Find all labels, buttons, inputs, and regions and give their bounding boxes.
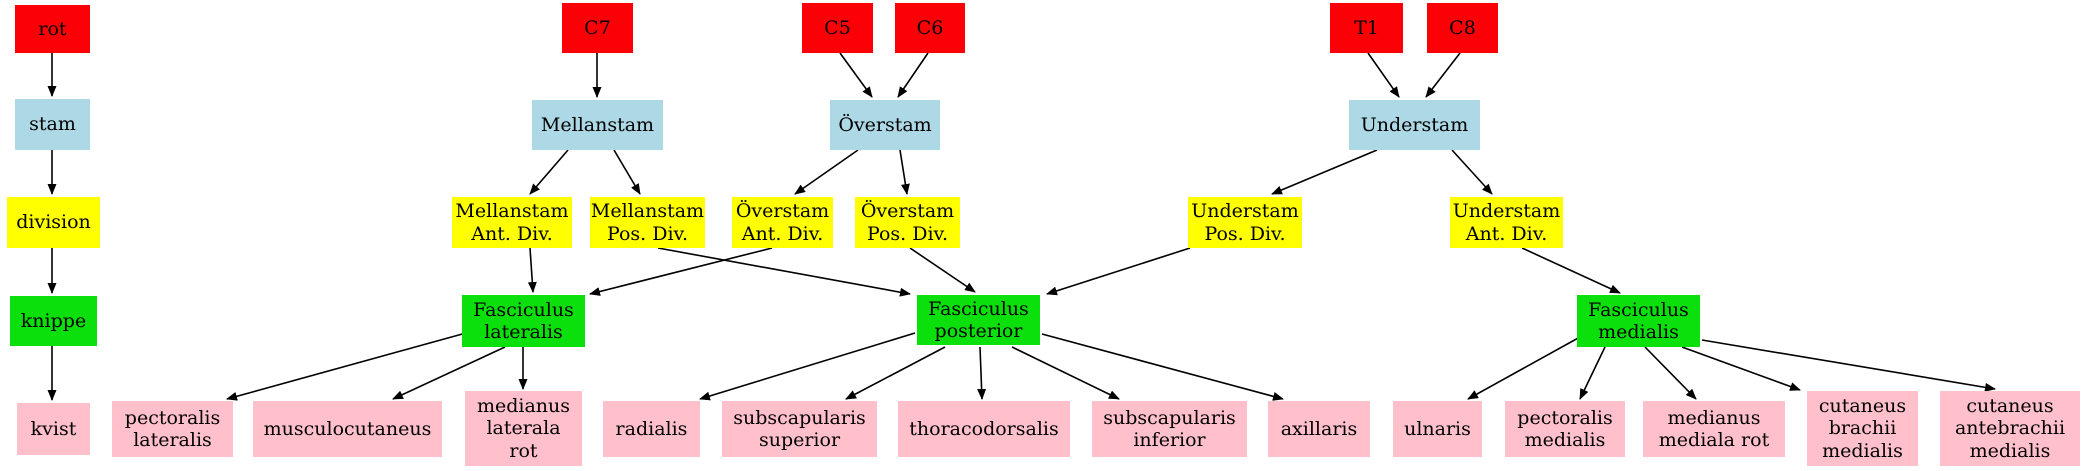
node-cutaneus-antebrachii-medialis: cutaneus antebrachii medialis <box>1940 391 2080 466</box>
node-cutaneus-brachii-medialis: cutaneus brachii medialis <box>1807 391 1918 466</box>
edge-t1-understam <box>1367 52 1400 98</box>
edge-overantdiv-lateralis <box>589 247 773 296</box>
node-radialis: radialis <box>603 401 700 457</box>
node-mellanstam-pos-div: Mellanstam Pos. Div. <box>590 197 705 248</box>
edge-medialis-medmedrot <box>1644 346 1697 400</box>
node-stam: stam <box>15 99 90 150</box>
edge-overstam-antdiv <box>794 149 859 195</box>
node-knippe: knippe <box>10 296 97 346</box>
node-rot: rot <box>15 5 90 53</box>
node-pectoralis-lateralis-label: pectoralis lateralis <box>124 406 221 451</box>
node-medianus-laterala-rot: medianus laterala rot <box>465 391 582 466</box>
node-subscapularis-superior: subscapularis superior <box>722 401 877 457</box>
node-medianus-mediala-rot: medianus mediala rot <box>1643 401 1785 457</box>
node-division: division <box>7 197 100 248</box>
node-overstam-pos-div-label: Överstam Pos. Div. <box>860 200 955 245</box>
node-overstam-pos-div: Överstam Pos. Div. <box>855 197 960 248</box>
edge-posterior-subscapsup <box>845 346 946 400</box>
node-thoracodorsalis: thoracodorsalis <box>898 401 1070 457</box>
edge-medialis-ulnaris <box>1467 336 1581 400</box>
edge-mellanstam-antdiv <box>529 149 569 195</box>
node-pectoralis-medialis-label: pectoralis medialis <box>1517 406 1613 451</box>
node-ulnaris-label: ulnaris <box>1404 417 1471 440</box>
node-c6-label: C6 <box>916 16 944 39</box>
edge-underposdiv-posterior <box>1046 247 1191 296</box>
edge-posterior-subscapinf <box>1011 346 1120 400</box>
node-t1: T1 <box>1330 3 1403 53</box>
node-rot-label: rot <box>38 17 67 40</box>
node-understam-pos-div-label: Understam Pos. Div. <box>1191 200 1299 245</box>
edge-understam-posdiv <box>1271 149 1378 195</box>
node-overstam: Överstam <box>830 100 940 150</box>
node-mellanstam-label: Mellanstam <box>540 113 655 136</box>
edge-overposdiv-posterior <box>909 247 976 293</box>
edge-posterior-radialis <box>699 332 916 401</box>
node-fasciculus-posterior: Fasciculus posterior <box>917 295 1040 345</box>
node-kvist-label: kvist <box>30 417 77 440</box>
edge-mellanstam-posdiv <box>613 149 641 195</box>
node-c8-label: C8 <box>1449 16 1476 39</box>
node-mellanstam-ant-div: Mellanstam Ant. Div. <box>452 197 572 248</box>
node-fasciculus-lateralis: Fasciculus lateralis <box>462 295 585 347</box>
node-understam-pos-div: Understam Pos. Div. <box>1188 197 1302 248</box>
node-c7: C7 <box>562 3 633 53</box>
node-kvist: kvist <box>17 403 90 455</box>
edge-c6-overstam <box>897 52 929 98</box>
node-overstam-label: Överstam <box>838 113 932 136</box>
edge-posterior-thoraco <box>977 346 987 400</box>
node-understam-ant-div-label: Understam Ant. Div. <box>1452 200 1561 245</box>
edge-underantdiv-medialis <box>1521 247 1621 294</box>
node-ulnaris: ulnaris <box>1393 401 1482 457</box>
node-medianus-mediala-rot-label: medianus mediala rot <box>1658 406 1770 451</box>
node-subscapularis-inferior-label: subscapularis inferior <box>1103 406 1236 451</box>
edge-mellantdiv-lateralis <box>527 247 537 293</box>
node-knippe-label: knippe <box>20 309 87 332</box>
edge-understam-antdiv <box>1451 149 1493 195</box>
edge-medialis-pectmed <box>1579 346 1606 400</box>
node-musculocutaneus-label: musculocutaneus <box>263 417 432 440</box>
node-fasciculus-posterior-label: Fasciculus posterior <box>928 297 1029 342</box>
node-understam-ant-div: Understam Ant. Div. <box>1450 197 1563 248</box>
node-stam-label: stam <box>29 113 76 136</box>
edge-overstam-posdiv <box>899 149 910 195</box>
node-thoracodorsalis-label: thoracodorsalis <box>909 417 1059 440</box>
node-c5-label: C5 <box>824 16 851 39</box>
edge-mellposdiv-posterior <box>657 247 911 297</box>
node-mellanstam: Mellanstam <box>532 100 663 150</box>
node-radialis-label: radialis <box>615 417 688 440</box>
node-c5: C5 <box>802 3 873 53</box>
node-fasciculus-medialis-label: Fasciculus medialis <box>1588 298 1689 343</box>
node-medianus-laterala-rot-label: medianus laterala rot <box>476 394 571 462</box>
node-cutaneus-brachii-medialis-label: cutaneus brachii medialis <box>1818 394 1907 462</box>
node-subscapularis-superior-label: subscapularis superior <box>733 406 866 451</box>
node-pectoralis-lateralis: pectoralis lateralis <box>112 401 233 457</box>
node-pectoralis-medialis: pectoralis medialis <box>1505 401 1625 457</box>
node-division-label: division <box>16 211 91 234</box>
node-axillaris: axillaris <box>1268 401 1370 457</box>
node-overstam-ant-div-label: Överstam Ant. Div. <box>735 200 830 245</box>
node-fasciculus-medialis: Fasciculus medialis <box>1577 295 1700 347</box>
edge-c5-overstam <box>839 52 873 98</box>
node-overstam-ant-div: Överstam Ant. Div. <box>732 197 833 248</box>
node-t1-label: T1 <box>1354 16 1379 39</box>
edge-medialis-cutbrach <box>1681 346 1801 391</box>
node-musculocutaneus: musculocutaneus <box>253 401 442 457</box>
node-understam-label: Understam <box>1360 113 1469 136</box>
edge-posterior-axillaris <box>1041 333 1284 401</box>
edge-c8-understam <box>1425 52 1461 98</box>
node-mellanstam-pos-div-label: Mellanstam Pos. Div. <box>590 200 705 245</box>
node-c6: C6 <box>895 3 965 53</box>
edge-lateralis-pectlat <box>226 332 467 401</box>
node-axillaris-label: axillaris <box>1280 417 1358 440</box>
node-fasciculus-lateralis-label: Fasciculus lateralis <box>473 298 574 343</box>
node-c7-label: C7 <box>584 16 611 39</box>
node-understam: Understam <box>1349 100 1480 150</box>
edge-medialis-cutantebrach <box>1701 339 1996 392</box>
node-mellanstam-ant-div-label: Mellanstam Ant. Div. <box>455 200 569 245</box>
edge-lateralis-musculo <box>392 346 506 400</box>
node-subscapularis-inferior: subscapularis inferior <box>1092 401 1247 457</box>
node-cutaneus-antebrachii-medialis-label: cutaneus antebrachii medialis <box>1954 394 2066 462</box>
node-c8: C8 <box>1427 3 1498 53</box>
